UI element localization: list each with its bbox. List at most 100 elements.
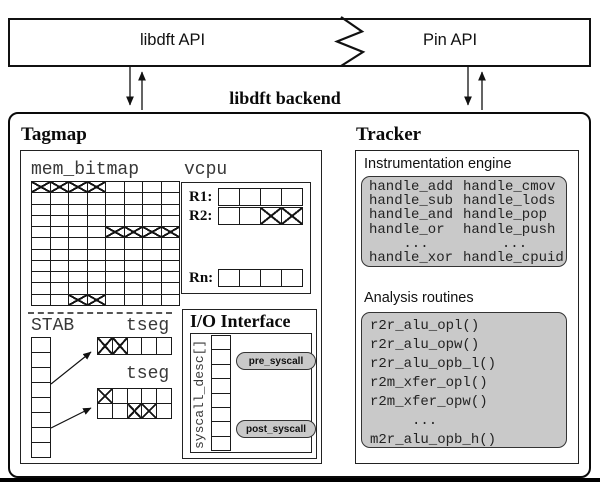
handler-name: handle_or xyxy=(369,221,445,238)
grid-cell xyxy=(50,272,69,284)
tracker-title: Tracker xyxy=(356,124,422,145)
register-cells xyxy=(218,207,303,225)
grid-cell xyxy=(50,238,69,250)
analysis-routine: ... xyxy=(412,413,438,429)
grid-cell xyxy=(32,204,51,216)
tseg-label-2: tseg xyxy=(126,364,170,384)
grid-cell xyxy=(143,215,162,228)
grid-cell xyxy=(161,260,180,273)
grid-cell xyxy=(50,294,69,306)
analysis-routine: r2r_alu_opb_l() xyxy=(370,356,497,372)
grid-cell xyxy=(142,389,158,404)
api-bar xyxy=(8,18,591,67)
tagged-cell xyxy=(161,227,180,239)
grid-cell xyxy=(69,272,88,284)
grid-cell xyxy=(127,338,143,355)
analysis-routine: r2r_alu_opw() xyxy=(370,337,480,353)
grid-cell xyxy=(282,189,303,206)
tagged-cell xyxy=(87,182,106,194)
grid-cell xyxy=(161,193,180,205)
grid-cell xyxy=(32,398,51,413)
register-label: R1: xyxy=(189,188,213,205)
grid-cell xyxy=(69,215,88,228)
grid-cell xyxy=(124,193,143,205)
grid-cell xyxy=(142,338,158,355)
grid-cell xyxy=(212,364,231,380)
vcpu-label: vcpu xyxy=(184,160,228,180)
grid-cell xyxy=(161,238,180,250)
analysis-routine: r2r_alu_opl() xyxy=(370,318,480,334)
grid-cell xyxy=(32,428,51,443)
handler-name: handle_add xyxy=(369,179,454,195)
grid-cell xyxy=(106,283,125,295)
grid-cell xyxy=(124,182,143,194)
grid-cell xyxy=(32,283,51,295)
grid-cell xyxy=(87,272,106,284)
grid-cell xyxy=(87,260,106,273)
tagged-cell xyxy=(69,294,88,306)
grid-cell xyxy=(124,272,143,284)
grid-cell xyxy=(32,338,51,353)
grid-cell xyxy=(143,204,162,216)
backend-label: libdft backend xyxy=(229,88,341,108)
grid-cell xyxy=(143,283,162,295)
grid-cell xyxy=(106,182,125,194)
grid-cell xyxy=(32,227,51,239)
grid-cell xyxy=(161,249,180,261)
grid-cell xyxy=(212,407,231,423)
grid-cell xyxy=(157,338,172,355)
grid-cell xyxy=(212,379,231,394)
handler-name: handle_and xyxy=(369,207,454,224)
grid-cell xyxy=(161,204,180,216)
analysis-routine: r2m_xfer_opl() xyxy=(370,375,488,391)
syscall-desc-label: syscall_desc[] xyxy=(192,339,207,449)
grid-cell xyxy=(219,208,240,225)
grid-cell xyxy=(98,404,113,419)
grid-cell xyxy=(124,249,143,261)
tseg1-grid xyxy=(97,337,172,355)
grid-cell xyxy=(143,260,162,273)
grid-cell xyxy=(50,283,69,295)
stab-label: STAB xyxy=(31,316,75,336)
grid-cell xyxy=(32,272,51,284)
handler-row: ...... xyxy=(362,237,566,251)
grid-cell xyxy=(212,393,231,408)
grid-cell xyxy=(112,389,128,404)
grid-cell xyxy=(161,182,180,194)
grid-cell xyxy=(32,353,51,368)
tagged-cell xyxy=(87,294,106,306)
analysis-routine: r2m_xfer_opw() xyxy=(370,394,488,410)
grid-cell xyxy=(50,204,69,216)
register-row: R2: xyxy=(189,207,303,225)
register-label: Rn: xyxy=(189,269,214,286)
tagged-cell xyxy=(112,338,128,355)
grid-cell xyxy=(127,389,143,404)
register-row: Rn: xyxy=(189,269,303,287)
handler-name: handle_push xyxy=(463,221,556,238)
grid-cell xyxy=(32,249,51,261)
post-syscall-pill: post_syscall xyxy=(236,420,316,438)
grid-cell xyxy=(143,249,162,261)
tagged-cell xyxy=(106,227,125,239)
libdft-api-label: libdft API xyxy=(139,31,206,49)
tagmap-box xyxy=(20,150,322,464)
tracker-box xyxy=(355,150,579,464)
grid-cell xyxy=(106,294,125,306)
grid-cell xyxy=(143,182,162,194)
handler-name: handle_cmov xyxy=(463,179,556,195)
tagged-cell xyxy=(282,208,303,225)
grid-cell xyxy=(106,193,125,205)
handler-name: handle_pop xyxy=(463,207,548,224)
grid-cell xyxy=(124,294,143,306)
analysis-routine: m2r_alu_opb_h() xyxy=(370,432,497,448)
handler-row: handle_or handle_push xyxy=(362,221,566,238)
handler-name: handle_sub xyxy=(369,193,454,210)
grid-cell xyxy=(106,238,125,250)
grid-cell xyxy=(282,270,303,287)
grid-cell xyxy=(112,404,128,419)
grid-cell xyxy=(157,389,172,404)
grid-cell xyxy=(50,227,69,239)
grid-cell xyxy=(124,204,143,216)
tagged-cell xyxy=(142,404,158,419)
grid-cell xyxy=(124,260,143,273)
